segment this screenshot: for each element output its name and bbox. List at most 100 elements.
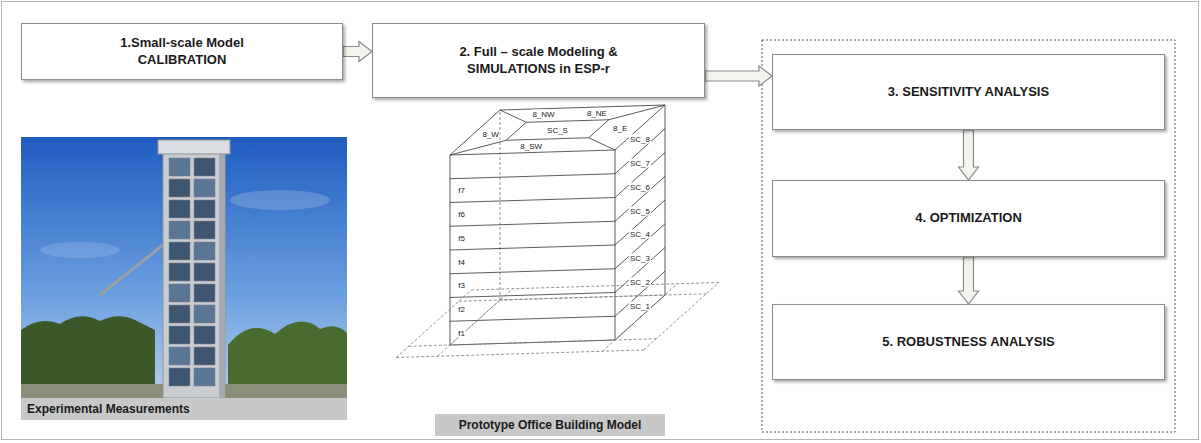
wireframe-line (506, 138, 589, 141)
glass-pane (169, 221, 190, 239)
process-box: 5. ROBUSTNESS ANALYSIS (772, 304, 1165, 380)
zone-label: SC_6 (629, 182, 651, 191)
zone-label: 8_SW (519, 142, 543, 151)
step-title: 5. ROBUSTNESS ANALYSIS (882, 334, 1054, 351)
wireframe-line (450, 221, 615, 226)
wireframe-line (526, 120, 609, 123)
glass-pane (169, 242, 190, 260)
zone-label: SC_5 (629, 206, 651, 215)
cloud (40, 242, 120, 258)
zone-label: 8_W (481, 130, 499, 139)
process-box: 1.Small-scale Model CALIBRATION (21, 23, 343, 80)
zone-label: 8_NE (586, 109, 608, 118)
step-title: 4. OPTIMIZATION (915, 210, 1022, 227)
wireframe-line (644, 283, 719, 351)
zone-label: SC_4 (629, 230, 651, 239)
glass-pane (169, 347, 190, 365)
zone-label: SC_8 (629, 135, 651, 144)
zone-label: SC_S (546, 126, 569, 135)
wireframe-line (589, 120, 609, 138)
wireframe-line (409, 339, 657, 347)
wireframe-line (615, 271, 665, 316)
glass-pane (169, 305, 190, 323)
zone-label: f6 (457, 210, 466, 219)
wireframe-line (506, 122, 526, 140)
zone-label: SC_2 (629, 277, 651, 286)
caption-band: Experimental Measurements (21, 398, 347, 420)
wireframe-line (500, 105, 665, 110)
step-title: 1.Small-scale Model CALIBRATION (95, 35, 270, 69)
glass-pane (194, 368, 215, 386)
step-title: 3. SENSITIVITY ANALYSIS (888, 84, 1049, 101)
tower-frame (163, 150, 225, 398)
glass-panes (169, 158, 215, 386)
wireframe-line (450, 293, 615, 298)
wireframe-line (589, 138, 615, 150)
group-outline (762, 40, 1175, 432)
block-arrow (705, 66, 772, 86)
glass-pane (169, 179, 190, 197)
wireframe-line (396, 290, 471, 358)
wireframe-line (603, 284, 678, 352)
wireframe-line (396, 350, 644, 358)
glass-pane (169, 263, 190, 281)
wireframe-line (615, 129, 665, 174)
support-pole (100, 245, 163, 295)
process-box: 2. Full – scale Modeling & SIMULATIONS i… (372, 23, 705, 98)
cloud (230, 190, 330, 210)
glass-pane (194, 221, 215, 239)
process-box: 3. SENSITIVITY ANALYSIS (772, 54, 1165, 130)
zone-label: SC_3 (629, 254, 651, 263)
block-arrow (343, 42, 372, 62)
zone-label: f3 (457, 281, 466, 290)
caption-band: Prototype Office Building Model (435, 414, 665, 436)
wireframe-line (450, 174, 615, 179)
wireframe-line (450, 245, 615, 250)
wireframe-line (609, 105, 665, 120)
zone-label: f2 (457, 305, 466, 314)
zone-label: f7 (457, 186, 466, 195)
glass-pane (169, 368, 190, 386)
wireframe-line (500, 110, 526, 122)
glass-pane (194, 158, 215, 176)
tower-cap (158, 140, 230, 154)
glass-pane (194, 347, 215, 365)
glass-pane (169, 158, 190, 176)
block-arrow (959, 130, 979, 180)
zone-label: SC_1 (629, 301, 651, 310)
sky (21, 137, 347, 398)
wireframe-line (615, 224, 665, 269)
glass-pane (194, 242, 215, 260)
wireframe-line (615, 200, 665, 245)
caption-text: Experimental Measurements (27, 402, 190, 416)
glass-pane (194, 179, 215, 197)
process-box: 4. OPTIMIZATION (772, 180, 1165, 257)
building-wireframe (396, 105, 719, 358)
step-title: 2. Full – scale Modeling & SIMULATIONS i… (424, 44, 654, 78)
wireframe-line (615, 176, 665, 221)
zone-label: f1 (457, 328, 466, 337)
block-arrow (959, 257, 979, 304)
glass-pane (194, 284, 215, 302)
wireframe-line (450, 269, 615, 274)
glass-pane (194, 305, 215, 323)
glass-pane (194, 326, 215, 344)
wireframe-line (450, 140, 506, 155)
glass-pane (169, 200, 190, 218)
glass-pane (194, 200, 215, 218)
glass-pane (169, 284, 190, 302)
wireframe-line (450, 316, 615, 321)
zone-label: SC_7 (629, 159, 651, 168)
wireframe-line (438, 289, 513, 357)
tower-side (219, 150, 225, 398)
wireframe-line (450, 198, 615, 203)
wireframe-line (459, 294, 707, 302)
zone-label: f4 (457, 257, 466, 266)
glass-pane (169, 326, 190, 344)
wireframe-line (471, 283, 719, 291)
zone-label: 8_E (612, 124, 628, 133)
zone-label: 8_NW (531, 109, 555, 118)
tower-photo (21, 137, 347, 398)
